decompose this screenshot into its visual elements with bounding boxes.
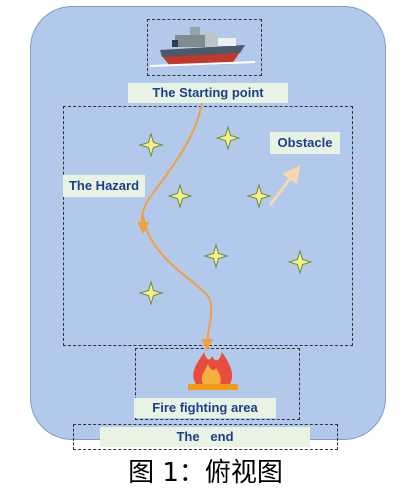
hazard-label: The Hazard bbox=[63, 175, 145, 197]
starting-point-label: The Starting point bbox=[128, 83, 288, 103]
figure-caption: 图 1：俯视图 bbox=[128, 458, 283, 488]
star-icon bbox=[168, 184, 192, 208]
star-icon bbox=[139, 133, 163, 157]
obstacle-arrow bbox=[268, 164, 301, 206]
fire-fighting-area-label: Fire fighting area bbox=[134, 398, 276, 418]
star-icon bbox=[204, 244, 228, 268]
star-icon bbox=[247, 184, 271, 208]
star-icon bbox=[288, 250, 312, 274]
end-label: The end bbox=[100, 427, 310, 447]
hazard-path-upper bbox=[136, 102, 203, 234]
end-area-box bbox=[73, 424, 338, 450]
fire-icon bbox=[188, 352, 238, 390]
star-icon bbox=[139, 281, 163, 305]
ship-icon bbox=[149, 27, 256, 67]
obstacle-label: Obstacle bbox=[270, 132, 340, 154]
star-icon bbox=[216, 126, 240, 150]
starting-area-box bbox=[147, 19, 262, 76]
hazard-path-lower bbox=[142, 214, 214, 351]
fire-fighting-area-box bbox=[135, 348, 300, 420]
